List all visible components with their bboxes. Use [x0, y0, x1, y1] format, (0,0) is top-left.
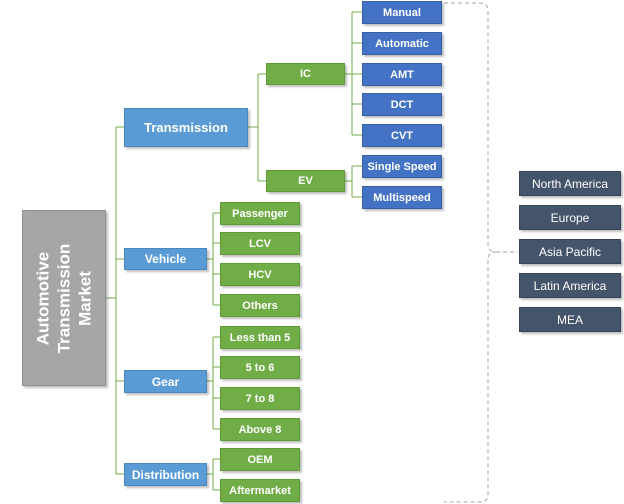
leaf-label: DCT — [390, 98, 414, 111]
leaf-label: OEM — [247, 453, 273, 466]
region-bracket — [444, 2, 518, 503]
leaf-vehicle-lcv: LCV — [220, 232, 300, 255]
category-transmission-label: Transmission — [144, 120, 228, 135]
leaf-label: Aftermarket — [229, 484, 291, 497]
region-europe: Europe — [519, 205, 621, 230]
region-north-america: North America — [519, 171, 621, 196]
category-gear-label: Gear — [151, 374, 180, 389]
leaf-label: Multispeed — [373, 191, 431, 204]
leaf-gear-5-to-6: 5 to 6 — [220, 356, 300, 379]
region-label: Europe — [550, 210, 590, 225]
leaf-ic-dct: DCT — [362, 93, 442, 116]
leaf-label: HCV — [248, 268, 272, 281]
leaf-ic-automatic: Automatic — [362, 32, 442, 55]
leaf-label: Passenger — [232, 207, 288, 220]
region-latin-america: Latin America — [519, 273, 621, 298]
leaf-ev-single-speed: Single Speed — [362, 155, 442, 178]
leaf-ic-amt: AMT — [362, 63, 442, 86]
leaf-vehicle-passenger: Passenger — [220, 202, 300, 225]
leaf-label: Manual — [383, 6, 421, 19]
leaf-ic-cvt: CVT — [362, 124, 442, 147]
leaf-label: Less than 5 — [229, 331, 291, 344]
leaf-distribution-aftermarket: Aftermarket — [220, 479, 300, 502]
root-label-line1: Automotive — [33, 251, 53, 345]
leaf-gear-less-than-5: Less than 5 — [220, 326, 300, 349]
leaf-label: Single Speed — [367, 160, 437, 173]
category-vehicle: Vehicle — [124, 248, 207, 270]
region-label: North America — [531, 176, 609, 191]
leaf-ev-multispeed: Multispeed — [362, 186, 442, 209]
category-distribution-label: Distribution — [131, 467, 200, 482]
category-gear: Gear — [124, 370, 207, 393]
subcategory-ev-label: EV — [298, 175, 313, 187]
leaf-vehicle-hcv: HCV — [220, 263, 300, 286]
root-label-line3: Market — [75, 270, 95, 326]
leaf-vehicle-others: Others — [220, 294, 300, 317]
leaf-label: 5 to 6 — [245, 361, 275, 374]
leaf-label: LCV — [249, 237, 271, 250]
subcategory-ic: IC — [266, 63, 345, 85]
leaf-label: Others — [242, 299, 278, 312]
region-label: MEA — [556, 312, 583, 327]
category-distribution: Distribution — [124, 463, 207, 486]
subcategory-ic-label: IC — [300, 68, 311, 80]
root-label-line2: Transmission — [54, 243, 74, 353]
subcategory-ev: EV — [266, 170, 345, 192]
leaf-label: AMT — [390, 68, 414, 81]
leaf-distribution-oem: OEM — [220, 448, 300, 471]
region-label: Asia Pacific — [538, 244, 602, 259]
region-label: Latin America — [533, 278, 607, 293]
leaf-label: 7 to 8 — [245, 392, 275, 405]
leaf-label: Above 8 — [238, 423, 282, 436]
leaf-ic-manual: Manual — [362, 1, 442, 24]
leaf-label: CVT — [391, 129, 413, 142]
leaf-label: Automatic — [375, 37, 429, 50]
region-mea: MEA — [519, 307, 621, 332]
category-transmission: Transmission — [124, 108, 248, 147]
leaf-gear-7-to-8: 7 to 8 — [220, 387, 300, 410]
leaf-gear-above-8: Above 8 — [220, 418, 300, 441]
region-asia-pacific: Asia Pacific — [519, 239, 621, 264]
category-vehicle-label: Vehicle — [144, 252, 187, 266]
